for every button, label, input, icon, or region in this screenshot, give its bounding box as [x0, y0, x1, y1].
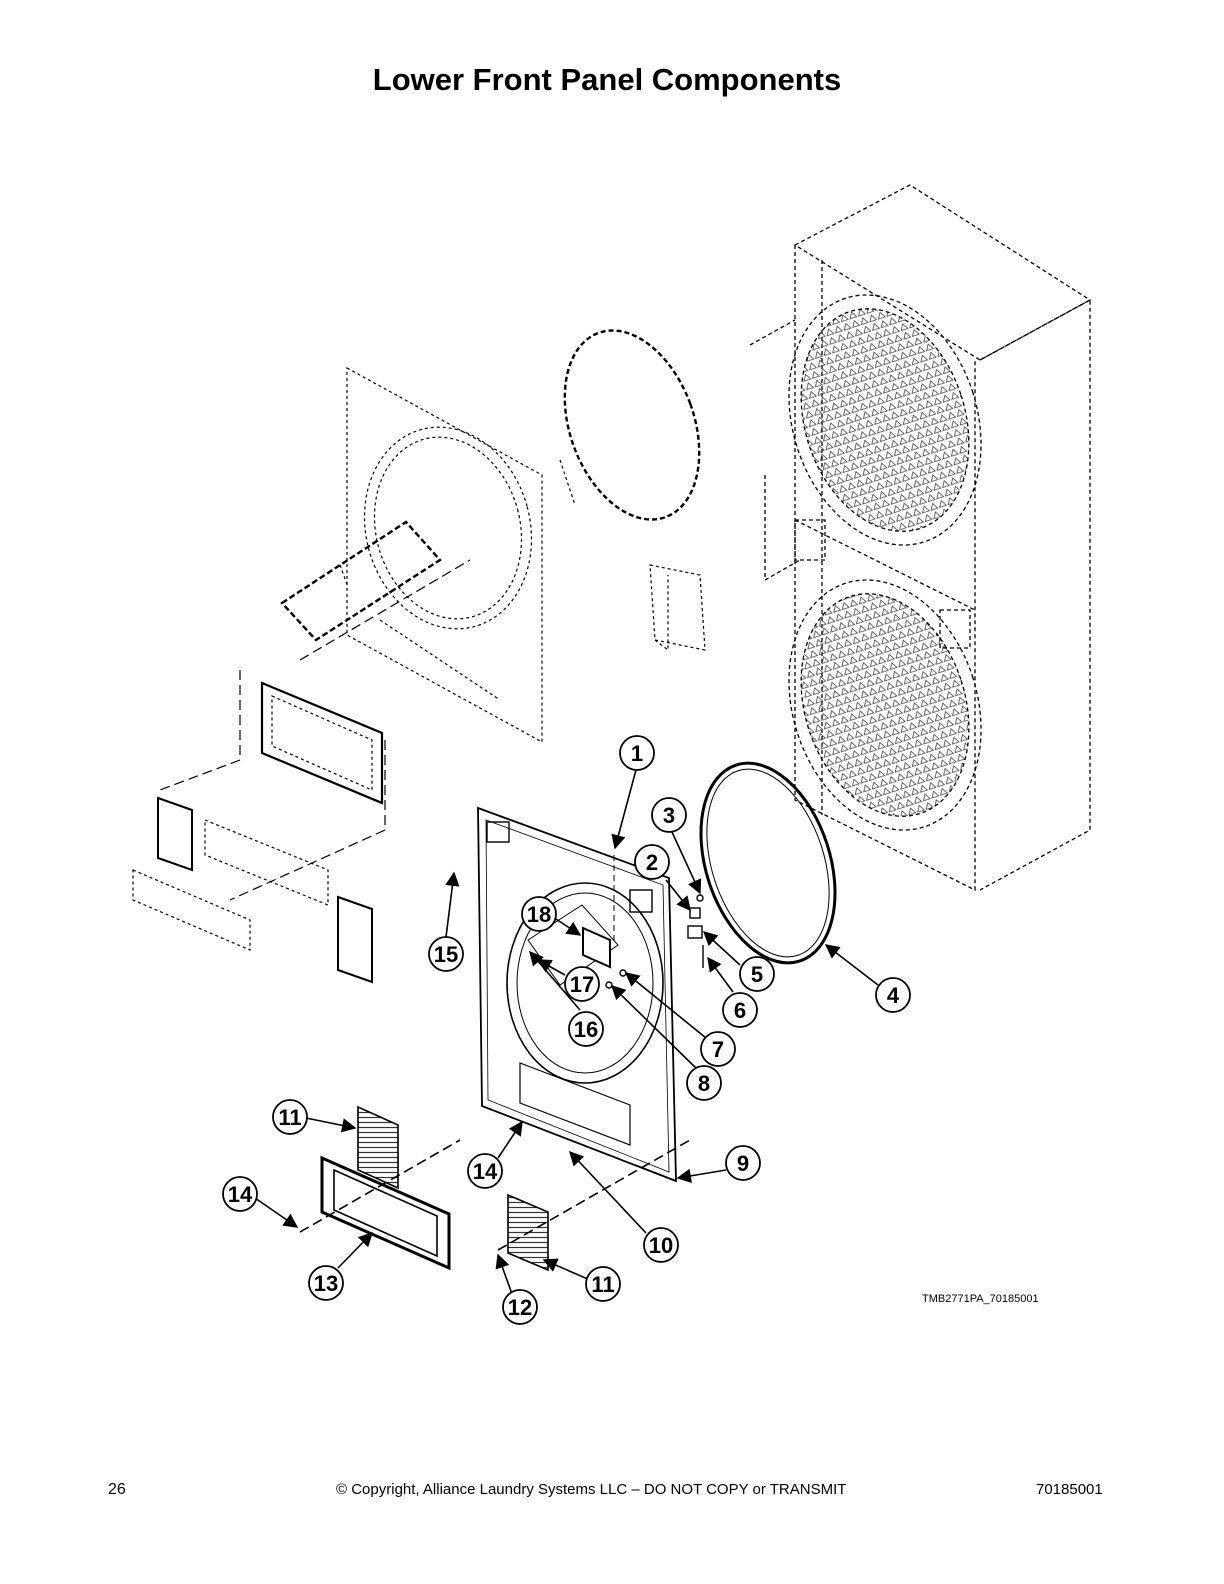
callout-label: 7: [712, 1037, 724, 1062]
callout-18: 18: [521, 896, 557, 932]
callout-label: 18: [527, 902, 551, 927]
callout-8: 8: [686, 1065, 722, 1101]
callout-label: 14: [228, 1182, 253, 1207]
callout-label: 9: [737, 1151, 749, 1176]
page-title: Lower Front Panel Components: [372, 62, 842, 97]
lint-panel-assemblies: [132, 559, 471, 984]
callout-11-lower: 11: [585, 1266, 621, 1302]
callout-label: 2: [646, 850, 658, 875]
callout-16: 16: [568, 1011, 604, 1047]
page-number: 26: [108, 1481, 126, 1498]
callout-label: 12: [508, 1295, 532, 1320]
callout-4: 4: [875, 977, 911, 1013]
callout-14-center: 14: [467, 1153, 503, 1189]
grille-parts: [299, 1105, 691, 1272]
latch-hardware: [605, 894, 704, 989]
copyright-notice: © Copyright, Alliance Laundry Systems LL…: [336, 1481, 847, 1498]
dryer-cabinet: [749, 184, 1092, 892]
callout-label: 13: [314, 1271, 338, 1296]
callout-17: 17: [564, 966, 600, 1002]
callout-10: 10: [643, 1227, 679, 1263]
callout-label: 14: [473, 1159, 498, 1184]
callout-12: 12: [502, 1289, 538, 1325]
callout-label: 8: [698, 1071, 710, 1096]
callout-balloons: 1 3 2 18 15 5 17 4 6 16 7 8 11 9 14 14 1…: [222, 735, 911, 1325]
callout-2: 2: [634, 844, 670, 880]
callout-label: 10: [649, 1233, 673, 1258]
door-seal: [699, 761, 837, 965]
document-number: 70185001: [1036, 1481, 1103, 1498]
callout-label: 3: [663, 803, 675, 828]
callout-label: 4: [887, 983, 900, 1008]
callout-11-upper: 11: [272, 1099, 308, 1135]
callout-9: 9: [725, 1145, 761, 1181]
leader-lines: [254, 769, 879, 1295]
upper-front-panel: [280, 366, 543, 744]
door-gasket-ring: [563, 329, 701, 521]
callout-15: 15: [428, 936, 464, 972]
callout-14-left: 14: [222, 1176, 258, 1212]
callout-7: 7: [700, 1031, 736, 1067]
callout-label: 15: [434, 942, 458, 967]
drawing-id: TMB2771PA_70185001: [922, 1293, 1039, 1305]
callout-label: 17: [570, 972, 594, 997]
callout-label: 5: [751, 962, 763, 987]
callout-label: 11: [591, 1272, 614, 1297]
callout-6: 6: [722, 992, 758, 1028]
callout-label: 1: [631, 741, 643, 766]
callout-label: 16: [574, 1017, 598, 1042]
callout-13: 13: [308, 1265, 344, 1301]
callout-label: 6: [734, 998, 746, 1023]
callout-1: 1: [619, 735, 655, 771]
callout-label: 11: [278, 1105, 301, 1130]
control-bracket: [559, 459, 706, 652]
callout-3: 3: [651, 797, 687, 833]
callout-5: 5: [739, 956, 775, 992]
